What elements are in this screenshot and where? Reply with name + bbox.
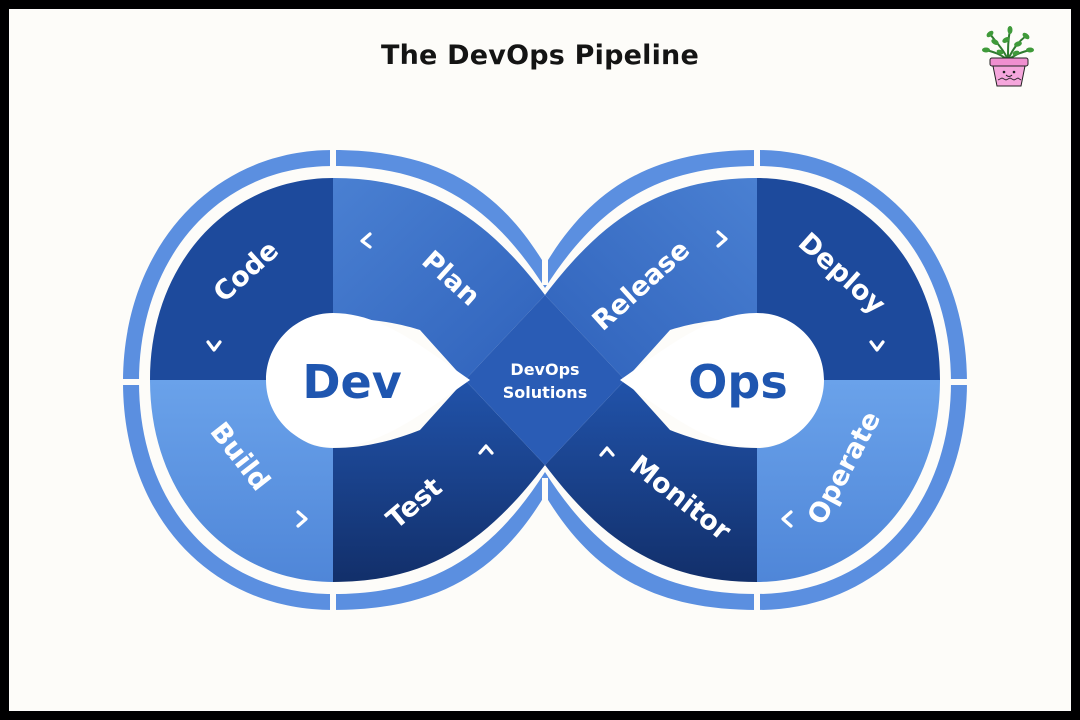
dev-label: Dev bbox=[302, 355, 401, 409]
arrow-monitor-icon bbox=[599, 446, 615, 457]
segment-monitor bbox=[545, 380, 757, 582]
arrow-operate-icon bbox=[781, 510, 793, 528]
page-title: The DevOps Pipeline bbox=[381, 40, 699, 71]
hubs bbox=[266, 313, 824, 447]
segment-operate bbox=[757, 380, 940, 582]
segment-release bbox=[545, 178, 757, 380]
arrow-code-icon bbox=[206, 340, 222, 352]
center-label-line1: DevOps bbox=[510, 360, 579, 379]
arrow-deploy-icon bbox=[869, 340, 885, 352]
segment-code bbox=[150, 178, 333, 380]
potted-plant-icon bbox=[982, 26, 1034, 87]
center-label-line2: Solutions bbox=[503, 383, 587, 402]
arrow-build-icon bbox=[296, 510, 308, 528]
ops-hub bbox=[620, 313, 824, 447]
dev-hub bbox=[266, 313, 470, 447]
direction-arrows bbox=[206, 230, 885, 528]
arrow-release-icon bbox=[716, 230, 728, 248]
segment-build bbox=[150, 380, 333, 582]
ops-label: Ops bbox=[688, 355, 787, 409]
arrow-plan-icon bbox=[360, 232, 372, 249]
arrow-test-icon bbox=[478, 444, 494, 455]
segment-center bbox=[465, 295, 625, 465]
segment-plan bbox=[333, 178, 545, 380]
segment-test bbox=[333, 380, 545, 582]
segments bbox=[150, 178, 940, 582]
segment-deploy bbox=[757, 178, 940, 380]
